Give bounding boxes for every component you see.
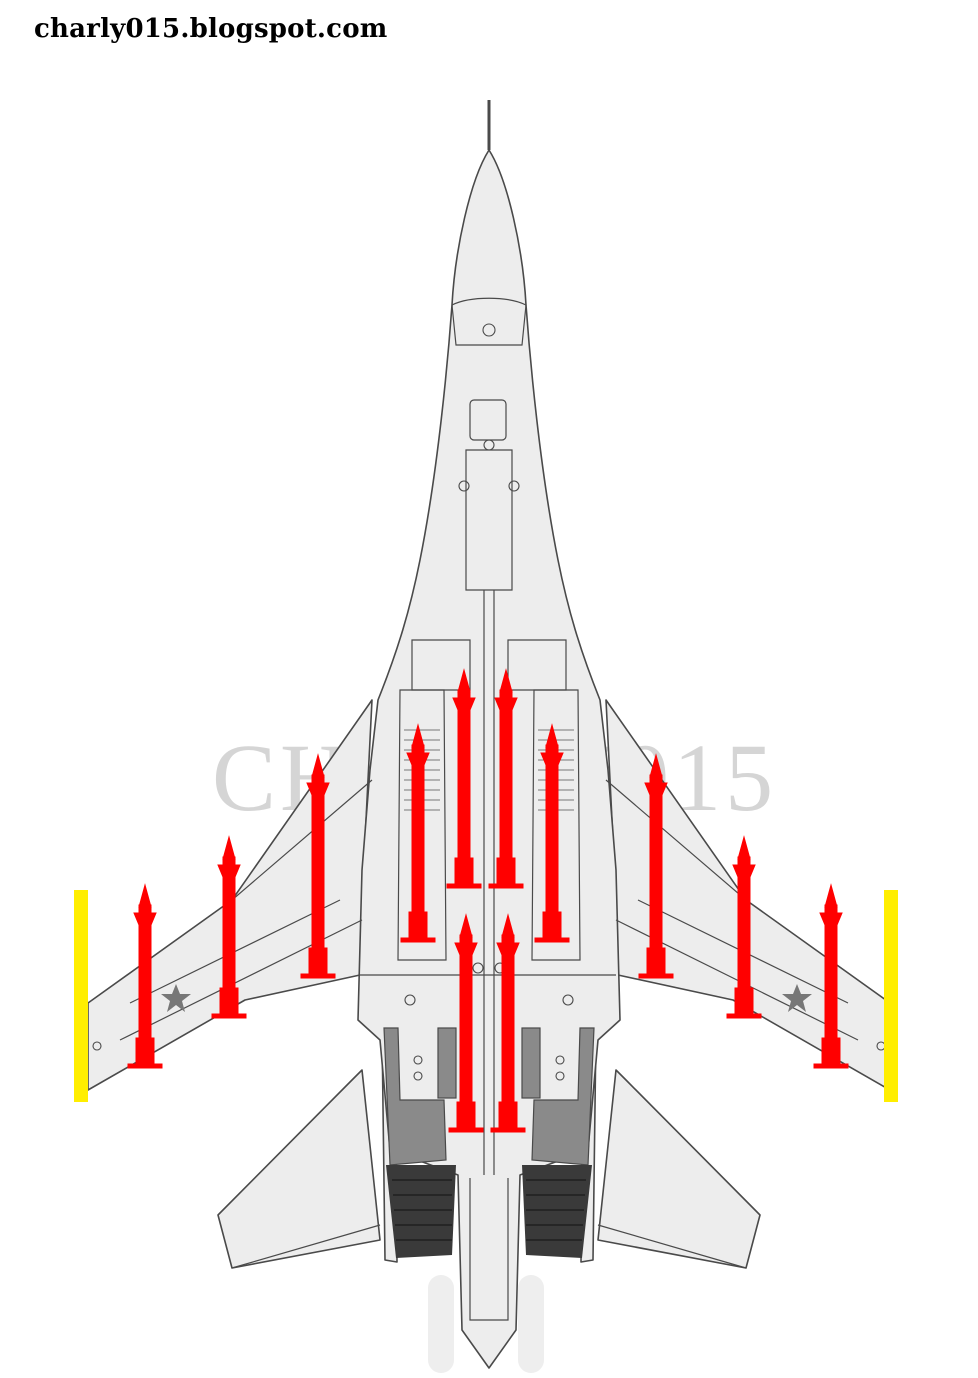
weapons-layer bbox=[127, 668, 849, 1133]
right-wingtip-rail bbox=[884, 890, 898, 1102]
missile-right-intake-outer bbox=[534, 723, 570, 943]
right-stabilizer bbox=[597, 1069, 761, 1269]
right-engine-nozzle bbox=[522, 1165, 592, 1258]
left-engine-block bbox=[437, 1027, 457, 1099]
right-ventral-fin bbox=[518, 1275, 544, 1373]
spine-line bbox=[483, 590, 495, 1175]
missile-right-wing-outer bbox=[726, 835, 762, 1019]
missile-left-intake-outer bbox=[400, 723, 436, 943]
left-engine-nozzle bbox=[386, 1165, 456, 1258]
right-engine-block bbox=[521, 1027, 541, 1099]
missile-center-right-forward bbox=[488, 668, 524, 889]
fuselage bbox=[357, 149, 621, 1369]
missile-right-wing-inner bbox=[638, 753, 674, 979]
missile-left-wingtip-outer bbox=[127, 883, 163, 1069]
missile-left-wing-outer bbox=[211, 835, 247, 1019]
left-stabilizer bbox=[217, 1069, 381, 1269]
left-star-icon bbox=[161, 984, 191, 1012]
site-title[interactable]: charly015.blogspot.com bbox=[34, 14, 388, 44]
radome-seam bbox=[451, 297, 527, 306]
missile-center-left-rear bbox=[448, 913, 484, 1133]
right-star-icon bbox=[782, 984, 812, 1012]
missile-center-right-rear bbox=[490, 913, 526, 1133]
missile-right-wingtip-outer bbox=[813, 883, 849, 1069]
missile-left-wing-inner bbox=[300, 753, 336, 979]
missile-center-left-forward bbox=[446, 668, 482, 889]
left-ventral-fin bbox=[428, 1275, 454, 1373]
left-wingtip-rail bbox=[74, 890, 88, 1102]
